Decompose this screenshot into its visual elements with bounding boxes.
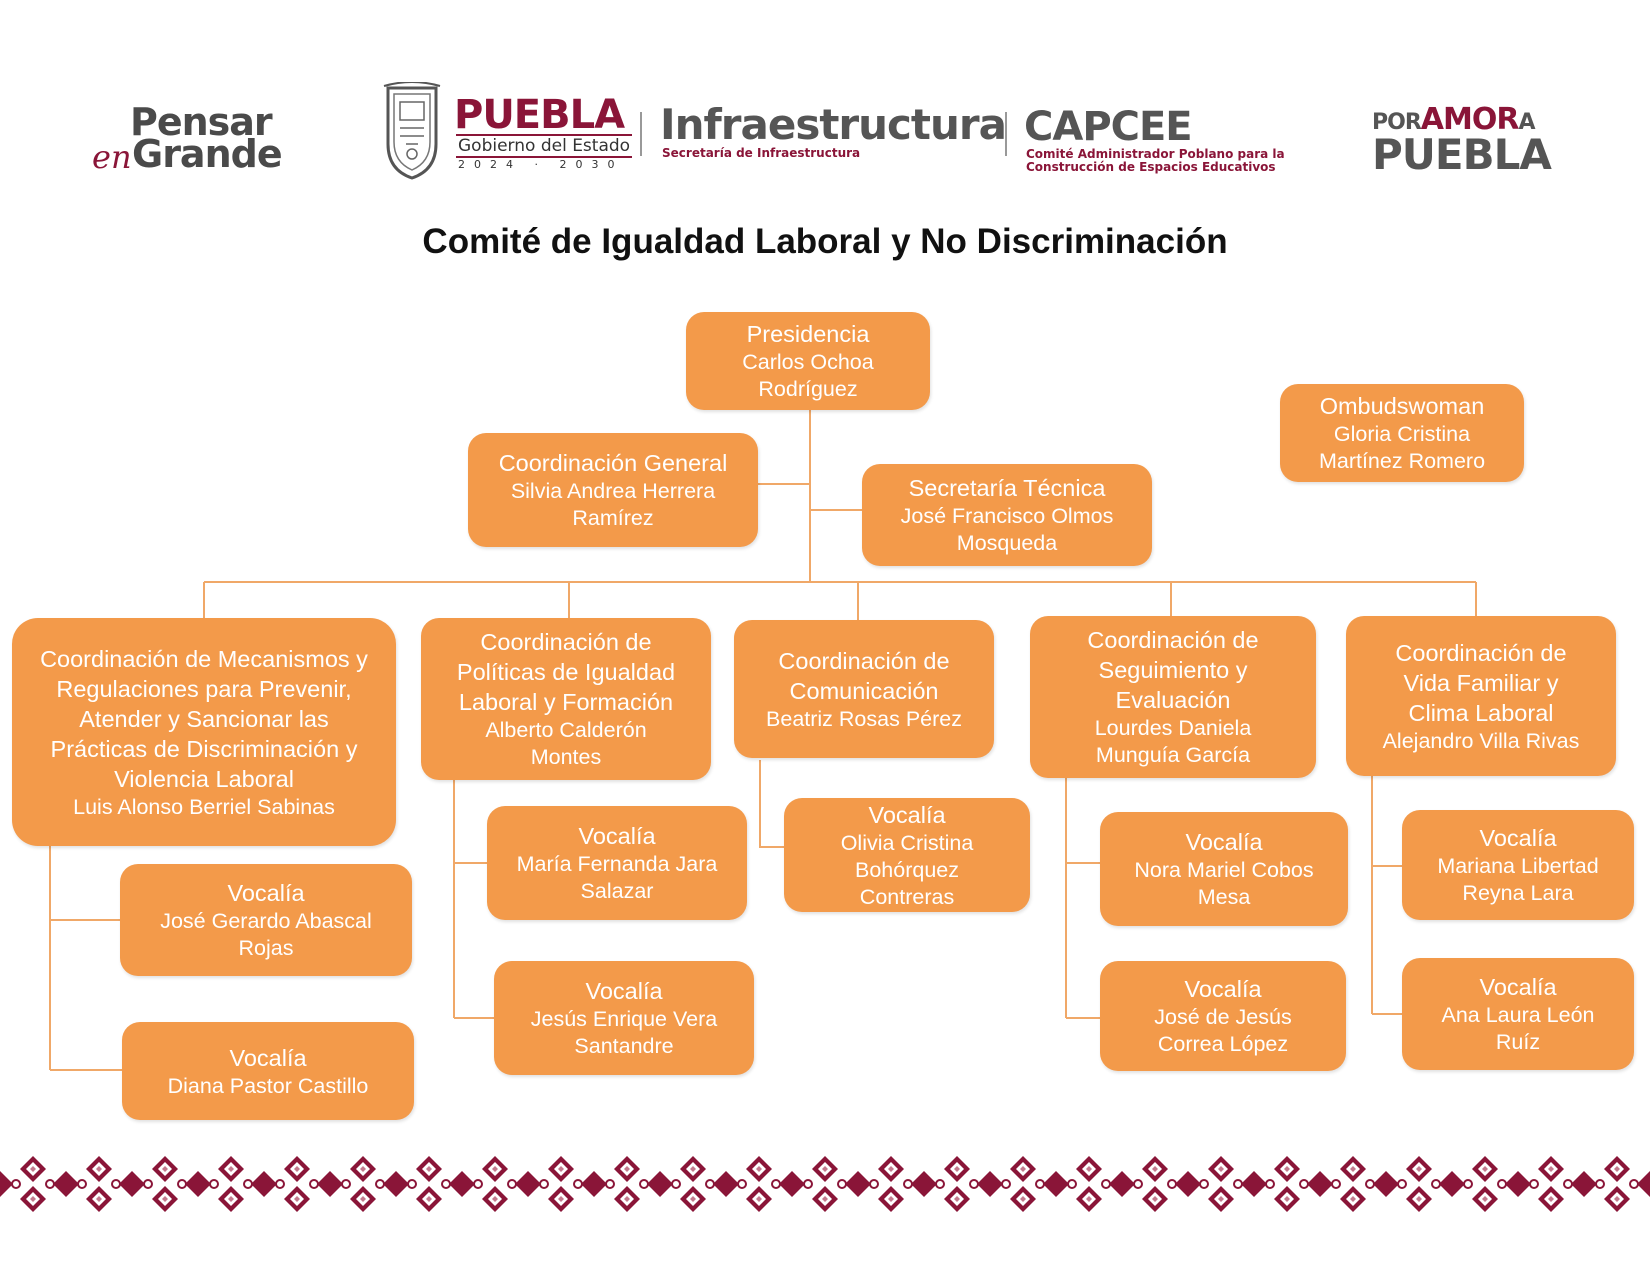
node-coordinacion-vida-familiar[interactable]: Coordinación de Vida Familiar y Clima La… bbox=[1346, 616, 1616, 776]
connector-vocalias-3 bbox=[759, 760, 784, 848]
node-person: Silvia Andrea Herrera Ramírez bbox=[510, 479, 716, 530]
node-person: Mariana Libertad Reyna Lara bbox=[1437, 854, 1599, 905]
node-role: Vocalía bbox=[868, 801, 946, 828]
node-person: Lourdes Daniela Munguía García bbox=[1094, 716, 1252, 767]
node-person: Olivia Cristina Bohórquez Contreras bbox=[840, 830, 974, 909]
connector-vocalias-2 bbox=[453, 780, 494, 1019]
node-coordinacion-politicas[interactable]: Coordinación de Políticas de Igualdad La… bbox=[421, 618, 711, 780]
node-vocalia[interactable]: Vocalía Olivia Cristina Bohórquez Contre… bbox=[784, 798, 1030, 912]
node-ombudswoman[interactable]: Ombudswoman Gloria Cristina Martínez Rom… bbox=[1280, 384, 1524, 482]
node-role: Vocalía bbox=[1184, 976, 1262, 1002]
node-vocalia[interactable]: Vocalía María Fernanda Jara Salazar bbox=[487, 806, 747, 920]
node-role: Secretaría Técnica bbox=[908, 475, 1106, 501]
node-person: Alejandro Villa Rivas bbox=[1382, 728, 1580, 753]
node-role: Vocalía bbox=[578, 823, 656, 849]
poramor-a: A bbox=[1518, 110, 1535, 135]
node-vocalia[interactable]: Vocalía Nora Mariel Cobos Mesa bbox=[1100, 812, 1348, 926]
node-role: Vocalía bbox=[227, 880, 305, 906]
node-role: Presidencia bbox=[746, 321, 870, 347]
poramor-por: POR bbox=[1372, 110, 1422, 135]
node-vocalia[interactable]: Vocalía José Gerardo Abascal Rojas bbox=[120, 864, 412, 976]
gobierno-puebla-logo: PUEBLA Gobierno del Estado 2024 · 2030 bbox=[454, 92, 633, 171]
node-role: Vocalía bbox=[229, 1044, 307, 1071]
node-person: Beatriz Rosas Pérez bbox=[766, 706, 962, 731]
node-role: Coordinación de Políticas de Igualdad La… bbox=[456, 629, 676, 715]
node-person: Jesús Enrique Vera Santandre bbox=[530, 1007, 718, 1058]
page-title: Comité de Igualdad Laboral y No Discrimi… bbox=[422, 222, 1228, 261]
node-coordinacion-seguimiento[interactable]: Coordinación de Seguimiento y Evaluación… bbox=[1030, 616, 1316, 778]
node-person: Carlos Ochoa Rodríguez bbox=[742, 350, 874, 401]
node-vocalia[interactable]: Vocalía Ana Laura León Ruíz bbox=[1402, 958, 1634, 1070]
connector-vocalias-1 bbox=[49, 845, 122, 1071]
node-presidencia[interactable]: Presidencia Carlos Ochoa Rodríguez bbox=[686, 312, 930, 410]
node-person: María Fernanda Jara Salazar bbox=[516, 852, 718, 903]
node-person: José de Jesús Correa López bbox=[1154, 1005, 1292, 1056]
node-role: Coordinación de Seguimiento y Evaluación bbox=[1087, 627, 1259, 713]
node-secretaria-tecnica[interactable]: Secretaría Técnica José Francisco Olmos … bbox=[862, 464, 1152, 566]
node-person: Luis Alonso Berriel Sabinas bbox=[73, 794, 335, 819]
infraestructura-logo: Infraestructura Secretaría de Infraestru… bbox=[660, 100, 1007, 160]
node-person: José Gerardo Abascal Rojas bbox=[160, 909, 372, 960]
pensar-en-grande-logo: Pensar en Grande bbox=[92, 100, 283, 176]
poramor-puebla: PUEBLA bbox=[1372, 130, 1552, 179]
node-person: Alberto Calderón Montes bbox=[485, 718, 647, 769]
por-amor-a-puebla-logo: PORAMORA PUEBLA bbox=[1372, 102, 1562, 182]
node-role: Coordinación de Vida Familiar y Clima La… bbox=[1395, 639, 1567, 726]
node-role: Vocalía bbox=[1479, 825, 1557, 851]
decorative-pattern-icon bbox=[0, 1152, 1650, 1216]
connector-vocalias-4 bbox=[1065, 778, 1100, 1019]
node-role: Coordinación General bbox=[498, 450, 728, 476]
node-vocalia[interactable]: Vocalía José de Jesús Correa López bbox=[1100, 961, 1346, 1071]
node-role: Coordinación de Mecanismos y Regulacione… bbox=[40, 645, 368, 792]
capcee-logo: CAPCEE Comité Administrador Poblano para… bbox=[1024, 104, 1285, 174]
node-coordinacion-comunicacion[interactable]: Coordinación de Comunicación Beatriz Ros… bbox=[734, 620, 994, 758]
connector-vocalias-5 bbox=[1371, 776, 1402, 1015]
node-vocalia[interactable]: Vocalía Mariana Libertad Reyna Lara bbox=[1402, 810, 1634, 920]
node-coordinacion-general[interactable]: Coordinación General Silvia Andrea Herre… bbox=[468, 433, 758, 547]
node-role: Coordinación de Comunicación bbox=[778, 647, 950, 704]
state-seal-icon bbox=[380, 81, 444, 182]
node-person: José Francisco Olmos Mosqueda bbox=[900, 504, 1114, 555]
node-coordinacion-mecanismos[interactable]: Coordinación de Mecanismos y Regulacione… bbox=[12, 618, 396, 846]
poramor-amor: AMOR bbox=[1420, 102, 1520, 137]
node-vocalia[interactable]: Vocalía Jesús Enrique Vera Santandre bbox=[494, 961, 754, 1075]
node-vocalia[interactable]: Vocalía Diana Pastor Castillo bbox=[122, 1022, 414, 1120]
node-role: Vocalía bbox=[585, 978, 663, 1004]
logo-divider bbox=[640, 112, 642, 156]
node-person: Gloria Cristina Martínez Romero bbox=[1318, 422, 1486, 473]
node-role: Ombudswoman bbox=[1319, 393, 1485, 419]
node-person: Nora Mariel Cobos Mesa bbox=[1134, 858, 1314, 909]
logo-divider bbox=[1005, 112, 1007, 156]
node-person: Diana Pastor Castillo bbox=[167, 1073, 369, 1098]
node-role: Vocalía bbox=[1479, 974, 1557, 1000]
node-person: Ana Laura León Ruíz bbox=[1441, 1003, 1595, 1054]
node-role: Vocalía bbox=[1185, 829, 1263, 855]
